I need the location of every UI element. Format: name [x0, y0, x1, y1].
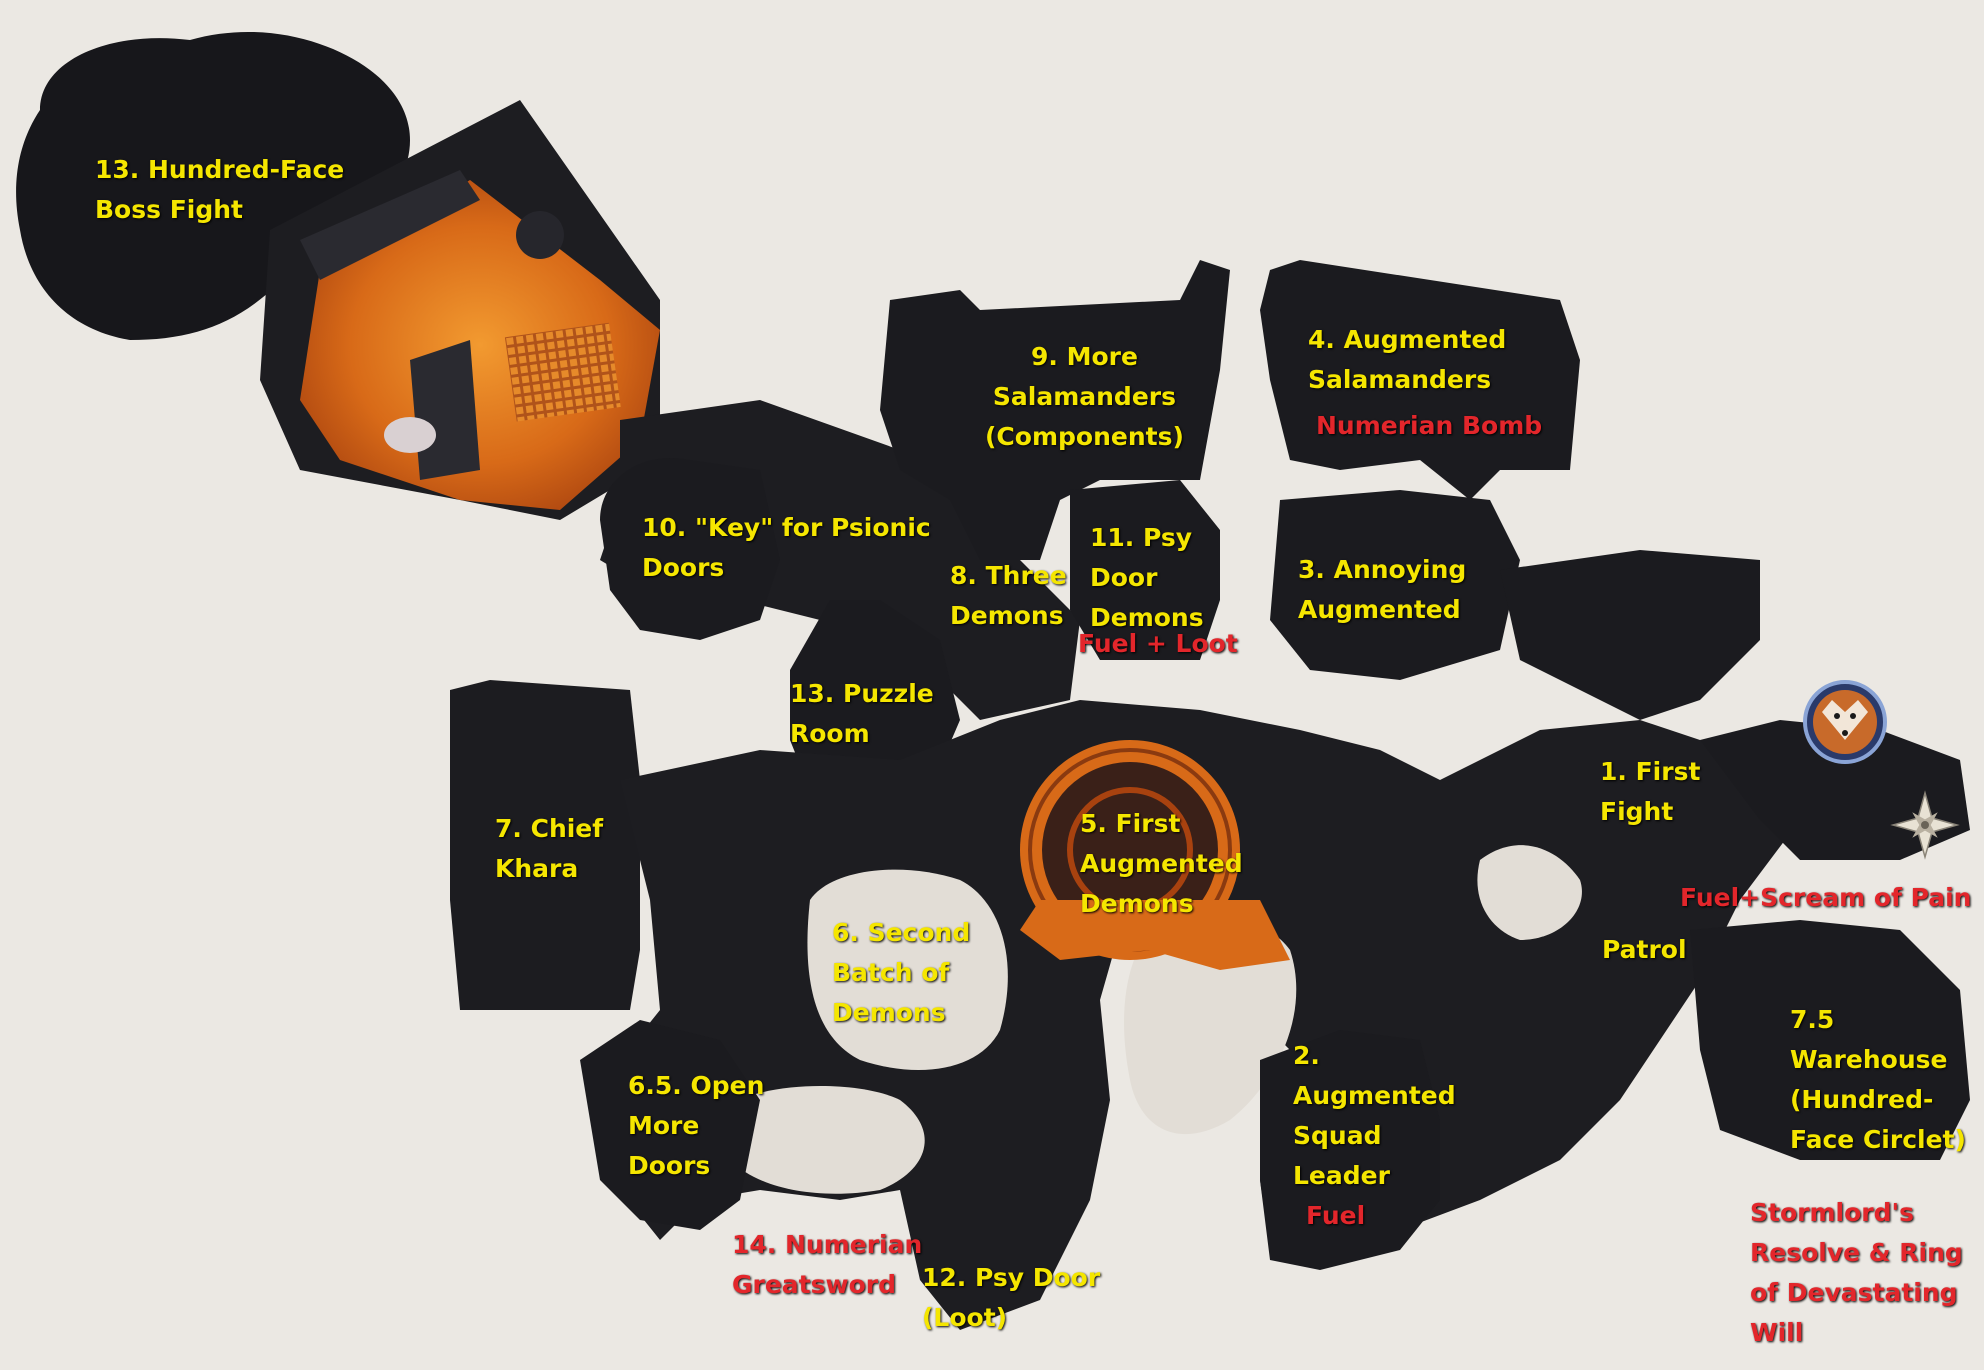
label-4: 4. Augmented Salamanders [1308, 325, 1507, 394]
label-1: 1. First Fight [1600, 757, 1701, 826]
label-3: 3. Annoying Augmented [1298, 555, 1467, 624]
label-11: 11. Psy Door Demons [1090, 523, 1204, 632]
island-east [1124, 912, 1297, 1135]
room-11 [1070, 480, 1220, 660]
island-south [720, 1086, 925, 1194]
label-5: 5. First Augmented Demons [1080, 809, 1243, 918]
label-4-loot: Numerian Bomb [1316, 411, 1543, 440]
label-7-5-loot: Stormlord's Resolve & Ring of Devastatin… [1750, 1198, 1963, 1347]
island-6 [807, 869, 1008, 1070]
boss-cavern [16, 31, 660, 520]
label-1-loot: Fuel+Scream of Pain [1680, 883, 1972, 912]
label-14: 14. Numerian Greatsword [732, 1230, 923, 1299]
label-6: 6. Second Batch of Demons [832, 918, 971, 1027]
room-7 [450, 680, 640, 1010]
label-9: 9. More Salamanders (Components) [985, 342, 1184, 451]
label-6-5: 6.5. Open More Doors [628, 1071, 765, 1180]
label-13-puzzle: 13. Puzzle Room [790, 679, 934, 748]
label-7-5: 7.5 Warehouse (Hundred- Face Circlet) [1790, 1005, 1966, 1154]
label-7: 7. Chief Khara [495, 814, 604, 883]
label-10: 10. "Key" for Psionic Doors [642, 513, 931, 582]
label-13-boss: 13. Hundred-Face Boss Fight [95, 155, 345, 224]
label-12: 12. Psy Door (Loot) [922, 1263, 1101, 1332]
room-7-5 [1690, 920, 1970, 1160]
room-9 [880, 260, 1230, 560]
label-2-loot: Fuel [1306, 1201, 1366, 1230]
lava-ring-room-5 [1020, 740, 1290, 970]
room-3 [1270, 490, 1520, 680]
label-patrol: Patrol [1602, 935, 1687, 964]
room-10 [600, 458, 780, 640]
label-11-loot: Fuel + Loot [1078, 629, 1238, 658]
room-6-5 [580, 1020, 760, 1230]
label-2: 2. Augmented Squad Leader [1293, 1041, 1456, 1190]
label-8: 8. Three Demons [950, 561, 1067, 630]
compass-rose-icon [1890, 790, 1960, 860]
island-northeast [1477, 845, 1582, 940]
fox-portrait-icon [1803, 680, 1887, 764]
room-4 [1260, 260, 1580, 500]
east-corridor [1500, 550, 1760, 720]
room-2 [1260, 1030, 1440, 1270]
